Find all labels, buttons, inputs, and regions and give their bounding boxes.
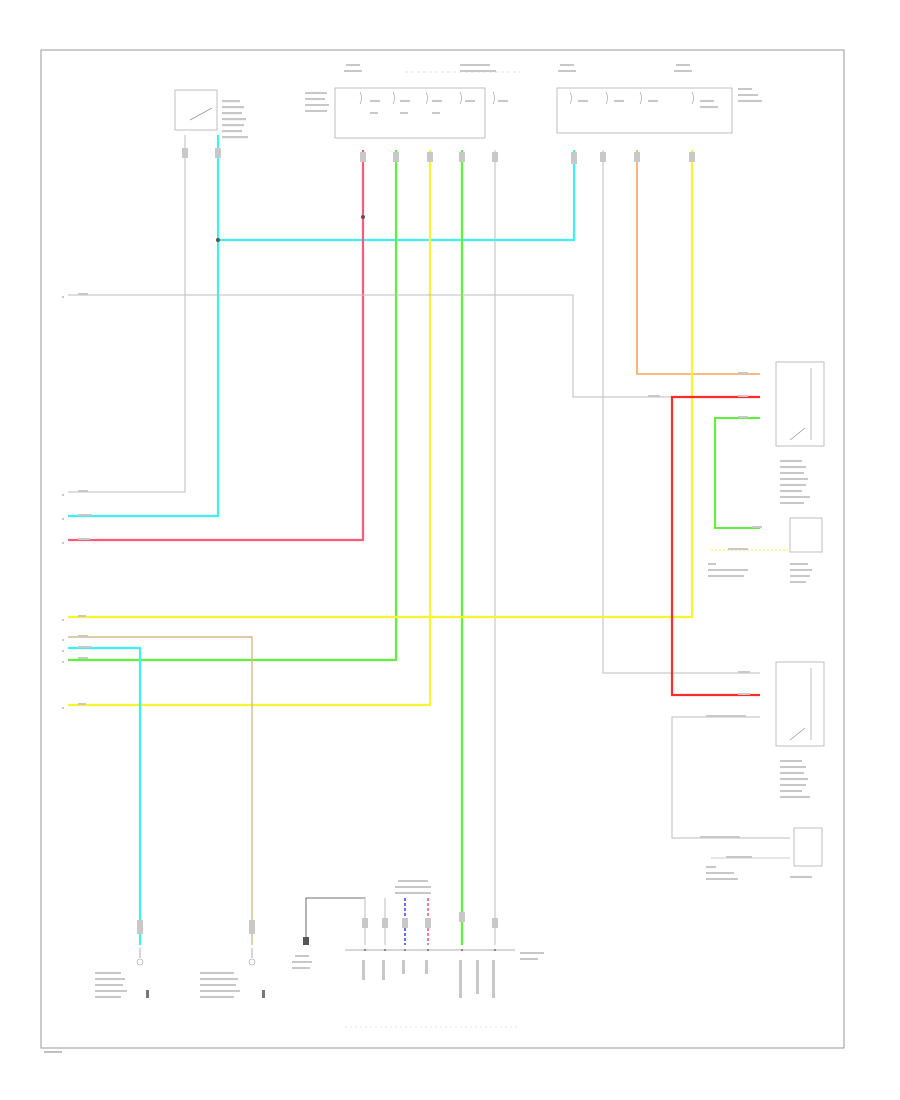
wire-cyan-lower bbox=[68, 646, 142, 945]
wire-green-a bbox=[68, 150, 398, 662]
splice-cyan bbox=[216, 238, 220, 242]
right-switch-2 bbox=[706, 661, 825, 798]
wire-cyan-horizontal bbox=[218, 150, 576, 242]
left-connector-tags bbox=[78, 293, 92, 705]
junction-block-a bbox=[305, 64, 520, 139]
wire-grey-switch bbox=[68, 135, 186, 493]
wire-cyan-left bbox=[68, 135, 220, 518]
vertical-wire-tags bbox=[182, 148, 695, 164]
bottom-left-sensor-2 bbox=[200, 920, 265, 998]
wire-yellow-b bbox=[68, 150, 694, 619]
junction-block-b bbox=[556, 64, 762, 134]
left-terminal-marks bbox=[62, 296, 64, 709]
switch-top-left bbox=[174, 89, 248, 139]
wire-tan bbox=[68, 636, 253, 945]
bottom-pin-marks bbox=[364, 949, 496, 951]
splice-pink bbox=[361, 215, 365, 219]
footer-code-mark bbox=[44, 1051, 62, 1053]
wire-grey-jb bbox=[602, 150, 760, 674]
right-bottom-connector bbox=[700, 827, 823, 880]
wire-pink bbox=[68, 150, 365, 542]
wire-grey-right-lower bbox=[671, 716, 790, 839]
right-switch-1 bbox=[648, 361, 825, 504]
diagram-border bbox=[40, 49, 845, 1049]
wire-green-loop bbox=[714, 417, 760, 529]
bottom-connector-block bbox=[345, 880, 544, 1028]
wire-yellow-a bbox=[68, 150, 432, 707]
wire-grey-horizontal bbox=[68, 294, 678, 398]
bottom-left-sensor-1 bbox=[95, 920, 149, 998]
wire-orange bbox=[636, 150, 760, 375]
bottom-ground-wire bbox=[292, 897, 366, 969]
right-sensor bbox=[708, 517, 823, 583]
wire-red bbox=[670, 395, 760, 697]
